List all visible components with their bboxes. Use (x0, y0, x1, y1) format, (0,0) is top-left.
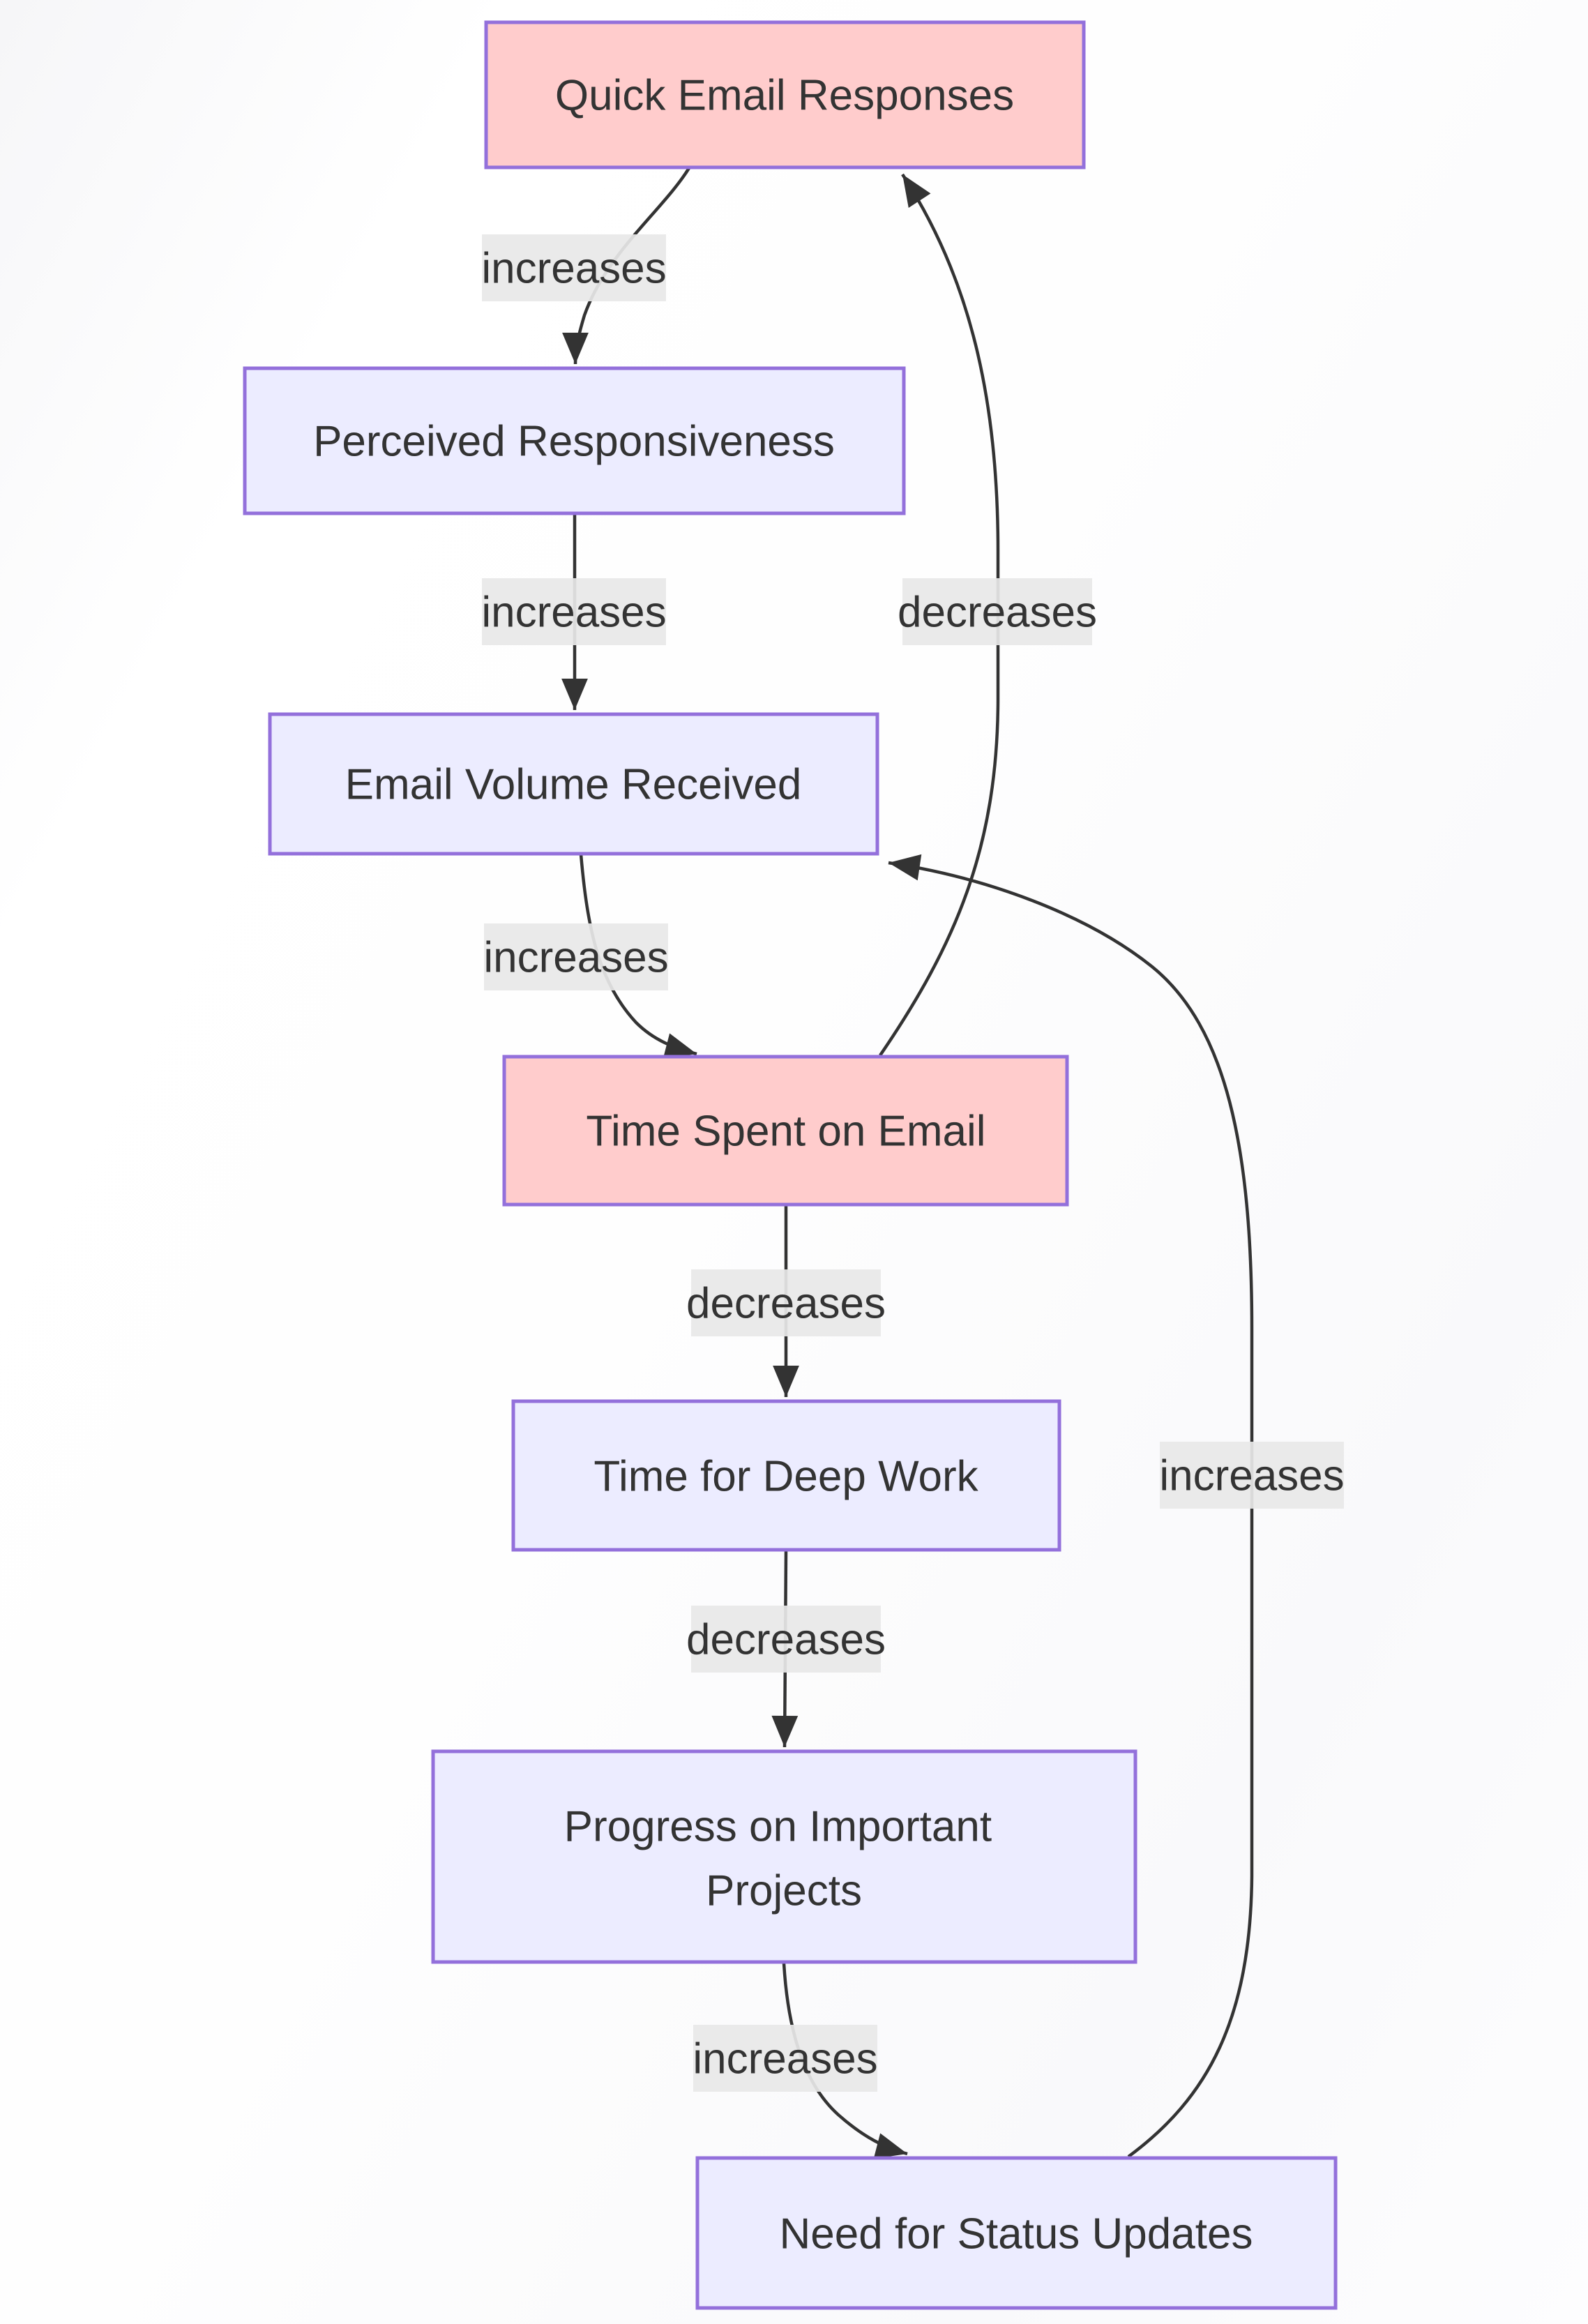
edge-label-text: decreases (686, 1280, 886, 1328)
edge-label-text: increases (693, 2035, 877, 2083)
edge-progress-to-status-updates (782, 1963, 908, 2159)
edge-status-updates-to-email-volume (888, 854, 1254, 2158)
node-time-spent-on-email: Time Spent on Email (502, 1055, 1069, 1207)
edge-label-decreases-2: decreases (686, 1606, 886, 1673)
node-box (511, 1399, 1061, 1552)
node-label: Quick Email Responses (555, 72, 1014, 120)
node-box (268, 712, 879, 856)
node-label: Email Volume Received (345, 761, 802, 809)
node-perceived-responsiveness: Perceived Responsiveness (243, 366, 906, 515)
edge-label-increases-2: increases (481, 578, 667, 645)
node-time-for-deep-work: Time for Deep Work (511, 1399, 1061, 1552)
edge-label-group: increases increases increases decreases … (481, 234, 1345, 2092)
edge-label-text: increases (483, 934, 668, 982)
edge-label-text: increases (481, 245, 666, 293)
node-box (243, 366, 906, 515)
node-label-line1: Progress on Important (564, 1803, 992, 1851)
edge-label-decreases-right: decreases (898, 578, 1097, 645)
node-box (484, 20, 1086, 169)
node-group: Quick Email Responses Perceived Responsi… (243, 20, 1338, 2310)
node-label: Need for Status Updates (780, 2210, 1253, 2258)
edge-label-bg (482, 234, 666, 301)
edge-label-text: increases (1159, 1452, 1344, 1500)
edge-label-increases-right: increases (1159, 1442, 1345, 1509)
node-label: Progress on Important Projects (564, 1803, 1004, 1915)
node-quick-email-responses: Quick Email Responses (484, 20, 1086, 169)
node-label-line2: Projects (706, 1867, 862, 1915)
node-label: Time for Deep Work (593, 1453, 978, 1501)
edge-label-bg (902, 578, 1092, 645)
edge-label-increases-1: increases (481, 234, 667, 301)
edge-label-text: decreases (686, 1616, 886, 1664)
edge-label-bg (691, 1269, 881, 1336)
node-label: Perceived Responsiveness (313, 418, 835, 466)
node-box (695, 2156, 1338, 2310)
node-progress-on-important-projects: Progress on Important Projects (431, 1749, 1137, 1964)
edge-label-bg (693, 2025, 877, 2092)
edge-label-bg (484, 923, 668, 990)
edge-label-bg (691, 1606, 881, 1673)
edge-email-volume-to-time-email (579, 854, 697, 1059)
edge-label-text: increases (481, 589, 666, 637)
edge-label-decreases-1: decreases (686, 1269, 886, 1336)
edge-label-increases-3: increases (483, 923, 669, 990)
edge-label-text: decreases (898, 589, 1097, 637)
edge-label-bg (1160, 1442, 1344, 1509)
node-need-for-status-updates: Need for Status Updates (695, 2156, 1338, 2310)
node-box (431, 1749, 1137, 1964)
node-label: Time Spent on Email (586, 1108, 985, 1156)
node-email-volume-received: Email Volume Received (268, 712, 879, 856)
edge-label-bg (482, 578, 666, 645)
edge-label-increases-4: increases (693, 2025, 878, 2092)
node-box (502, 1055, 1069, 1207)
